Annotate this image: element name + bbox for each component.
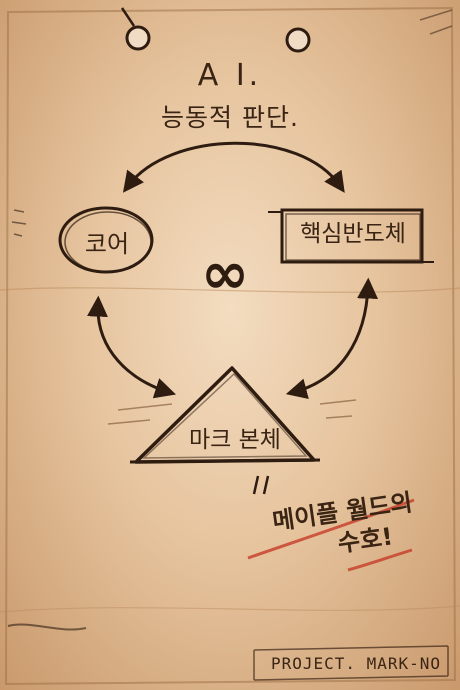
paper-fold-line	[0, 605, 460, 613]
semiconductor-box-stroke	[285, 213, 421, 261]
guardian-underline-1	[247, 498, 415, 560]
node-semiconductor-label: 핵심반도체	[300, 221, 406, 247]
mark-body-triangle-stroke	[142, 372, 308, 459]
signature-frame	[253, 645, 449, 681]
node-mark-body-label: 마크 본체	[189, 427, 281, 453]
paper-fold-line	[0, 287, 460, 293]
paper-border	[4, 6, 457, 686]
guardian-underline-2	[347, 548, 413, 572]
core-circle-stroke	[64, 211, 152, 273]
equals-mark	[252, 475, 270, 495]
infinity-icon: ∞	[200, 239, 250, 307]
arrow-core-to-body	[86, 295, 177, 399]
arrow-semiconductor-to-body	[285, 277, 379, 399]
margin-scribble	[7, 623, 87, 631]
pin-hole-right	[285, 27, 311, 53]
semiconductor-box	[280, 208, 424, 264]
pin-hole-left	[125, 25, 151, 51]
motion-lines	[107, 399, 357, 425]
mark-body-base-line	[129, 458, 321, 464]
arrow-core-to-semiconductor	[122, 141, 345, 193]
diagram-title-subtitle: 능동적 판단.	[161, 103, 299, 132]
diagram-title-ai: A I.	[197, 58, 263, 93]
node-core-label: 코어	[84, 230, 130, 258]
pin-string	[120, 7, 136, 27]
project-signature: PROJECT. MARK-NO	[270, 654, 442, 673]
margin-scribble	[419, 9, 453, 35]
semiconductor-box-sketch	[268, 211, 434, 263]
margin-scribble	[11, 209, 27, 237]
